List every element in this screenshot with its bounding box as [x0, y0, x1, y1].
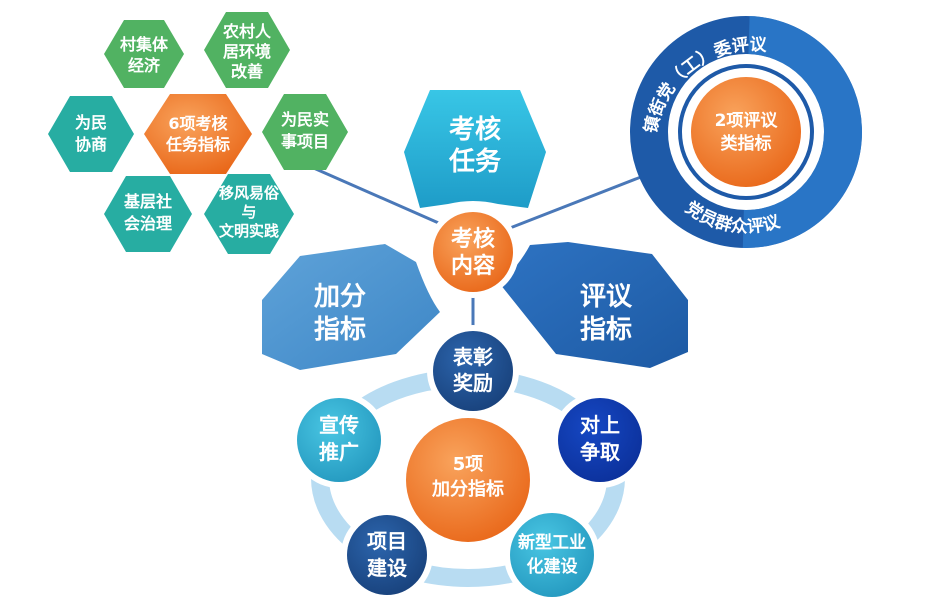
hex-rural-environment-line1: 农村人 [222, 22, 272, 41]
bonus-node-projects-line2: 建设 [367, 556, 407, 580]
hex-rural-environment-line2: 居环境 [223, 42, 271, 61]
petal-bonus-line2: 指标 [314, 315, 366, 345]
hex-consultation [48, 96, 134, 172]
hex-task-hub [144, 94, 252, 174]
center-node: 考核 内容 [427, 206, 519, 298]
task-hex-cluster: 村集体 经济 农村人 居环境 改善 为民 协商 6项考核 任务指标 为民实 事项… [48, 12, 348, 254]
hex-consultation-line2: 协商 [75, 135, 107, 154]
hex-civilization-practice [204, 174, 294, 254]
petal-review-line2: 指标 [580, 315, 632, 345]
hex-civilization-practice-line3: 文明实践 [219, 222, 279, 240]
hex-village-economy-line1: 村集体 [120, 35, 169, 54]
bonus-node-industrialization-line1: 新型工业 [518, 532, 586, 553]
bonus-node-projects-line1: 项目 [367, 529, 407, 553]
petal-task-line1: 考核 [449, 114, 501, 145]
review-ring-cluster: 2项评议 类指标 镇街党（工）委评议 党员群众评议 [630, 16, 862, 248]
hex-village-economy [104, 20, 184, 88]
bonus-hub-line1: 5项 [453, 454, 484, 475]
bonus-node-commendation-line2: 奖励 [453, 371, 493, 395]
bonus-node-promotion [297, 398, 381, 482]
hex-grassroots-governance-line2: 会治理 [124, 214, 172, 233]
review-hub-line2: 类指标 [721, 133, 772, 154]
task-hub-line2: 任务指标 [165, 135, 230, 154]
bonus-node-promotion-line1: 宣传 [319, 413, 359, 437]
petal-bonus: 加分 指标 [262, 244, 440, 370]
review-hub-line1: 2项评议 [715, 111, 779, 131]
hex-grassroots-governance-line1: 基层社 [123, 192, 172, 211]
hex-civilization-practice-line1: 移风易俗 [219, 184, 280, 202]
bonus-cluster: 5项 加分指标 表彰 奖励 对上 争取 新型工业 化建设 项目 建设 宣传 推广 [291, 325, 648, 600]
hex-village-economy-line2: 经济 [128, 56, 161, 75]
petal-task: 考核 任务 [404, 90, 546, 208]
hex-rural-environment [204, 12, 290, 88]
hex-practical-projects-line2: 事项目 [281, 132, 329, 151]
bonus-hub [406, 418, 530, 542]
hex-grassroots-governance [104, 176, 192, 252]
bonus-node-commendation-line1: 表彰 [453, 345, 493, 369]
bonus-node-industrialization [510, 513, 594, 597]
bonus-node-commendation [433, 331, 513, 411]
bonus-node-upper-support-line2: 争取 [580, 440, 620, 464]
bonus-node-projects [347, 515, 427, 595]
center-line1: 考核 [451, 226, 495, 252]
review-hub [691, 77, 801, 187]
bonus-node-industrialization-line2: 化建设 [527, 556, 578, 577]
hex-rural-environment-line3: 改善 [231, 62, 263, 81]
bonus-node-upper-support-line1: 对上 [580, 413, 620, 437]
bonus-node-upper-support [558, 398, 642, 482]
hex-practical-projects [262, 94, 348, 170]
bonus-hub-line2: 加分指标 [431, 478, 504, 500]
petal-task-line2: 任务 [448, 147, 501, 177]
petal-review: 评议 指标 [500, 242, 688, 368]
bonus-node-promotion-line2: 推广 [319, 440, 359, 464]
task-hub-line1: 6项考核 [168, 114, 227, 133]
hex-practical-projects-line1: 为民实 [281, 110, 329, 129]
center-line2: 内容 [451, 253, 495, 279]
petal-bonus-line1: 加分 [314, 282, 366, 312]
hex-consultation-line1: 为民 [75, 113, 107, 132]
hex-civilization-practice-line2: 与 [241, 203, 256, 221]
petal-review-line1: 评议 [580, 282, 633, 312]
